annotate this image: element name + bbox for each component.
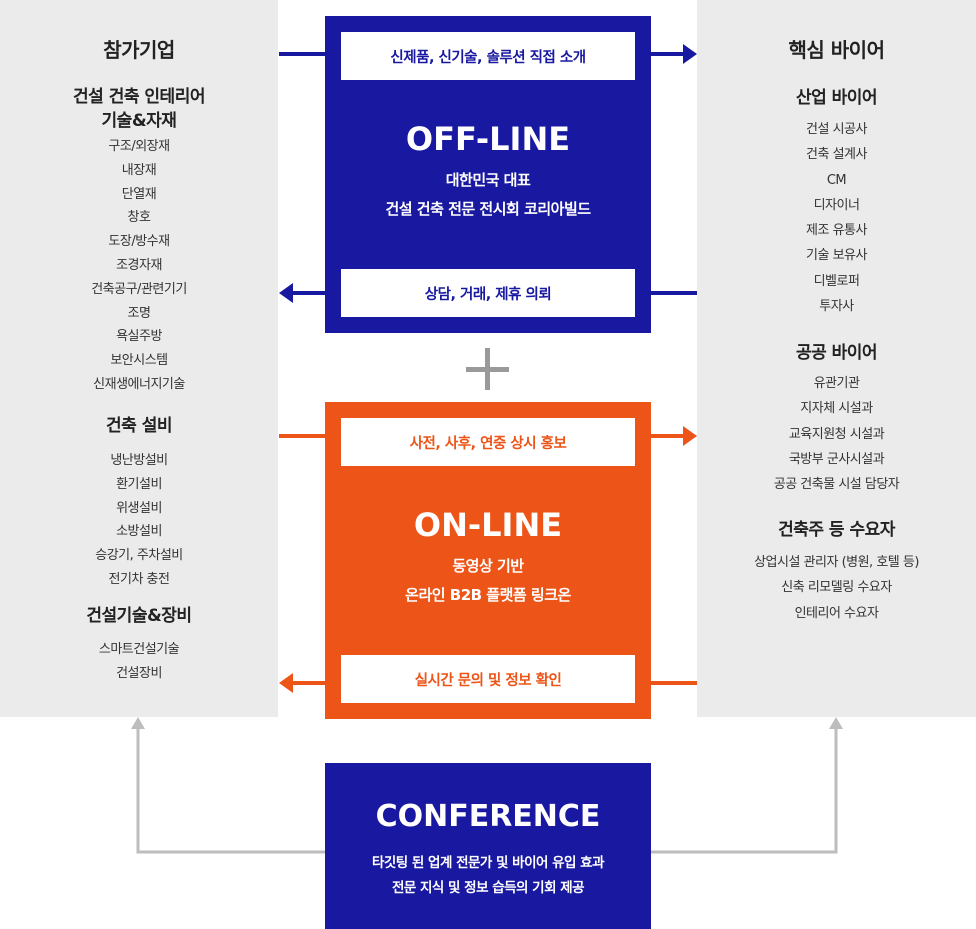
conference-block: CONFERENCE 타깃팅 된 업계 전문가 및 바이어 유입 효과 전문 지… (325, 763, 651, 929)
tech-list: 스마트건설기술 건설장비 (0, 638, 278, 686)
list-item: 창호 (127, 210, 151, 226)
offline-line1: 대한민국 대표 (445, 171, 531, 189)
list-item: 상업시설 관리자 (병원, 호텔 등) (754, 555, 919, 570)
list-item: 유관기관 (813, 376, 860, 391)
buyers-title: 핵심 바이어 (788, 38, 885, 62)
list-item: 스마트건설기술 (98, 642, 180, 657)
list-item: 냉난방설비 (110, 453, 168, 468)
list-item: 환기설비 (116, 476, 162, 492)
list-item: 제조 유통사 (806, 223, 867, 239)
list-item: 국방부 군사시설과 (788, 451, 885, 467)
list-item: 신축 리모델링 수요자 (781, 580, 892, 596)
exhibitors-title: 참가기업 (103, 38, 175, 62)
list-item: 승강기, 주차설비 (95, 548, 183, 564)
conference-line1: 타깃팅 된 업계 전문가 및 바이어 유입 효과 (371, 855, 605, 871)
list-item: 단열재 (121, 186, 157, 202)
online-title: ON-LINE (413, 506, 563, 544)
industry-buyers-heading: 산업 바이어 (795, 88, 878, 108)
offline-block: 신제품, 신기술, 솔루션 직접 소개 OFF-LINE 대한민국 대표 건설 … (325, 16, 651, 333)
materials-heading-line1: 건설 건축 인테리어 (73, 87, 205, 107)
list-item: 지자체 시설과 (800, 401, 873, 417)
list-item: 내장재 (121, 162, 157, 178)
list-item: 소방설비 (116, 524, 162, 540)
conference-title: CONFERENCE (375, 799, 601, 834)
conference-right-connector (651, 717, 843, 854)
public-buyers-list: 유관기관 지자체 시설과 교육지원청 시설과 국방부 군사시설과 공공 건축물 … (697, 371, 976, 497)
list-item: 디벨로퍼 (813, 273, 860, 289)
list-item: 기술 보유사 (806, 248, 867, 264)
list-item: 건축공구/관련기기 (91, 281, 187, 297)
materials-list: 구조/외장재 내장재 단열재 창호 도장/방수재 조경자재 건축공구/관련기기 … (0, 135, 278, 397)
online-block: 사전, 사후, 연중 상시 홍보 ON-LINE 동영상 기반 온라인 B2B … (325, 402, 651, 719)
conference-left-connector (131, 717, 325, 854)
plus-icon (466, 348, 509, 390)
offline-line2: 건설 건축 전문 전시회 코리아빌드 (385, 200, 591, 218)
materials-heading-line2: 기술&자재 (101, 111, 177, 131)
conference-line2: 전문 지식 및 정보 습득의 기회 제공 (391, 880, 585, 896)
list-item: 조명 (127, 305, 151, 321)
online-bottom-label: 실시간 문의 및 정보 확인 (341, 655, 635, 703)
list-item: 구조/외장재 (108, 139, 170, 154)
exhibitors-panel: 참가기업 건설 건축 인테리어 기술&자재 구조/외장재 내장재 단열재 창호 … (0, 0, 278, 717)
online-line2: 온라인 B2B 플랫폼 링크온 (405, 586, 571, 604)
list-item: 위생설비 (116, 500, 162, 516)
list-item: CM (826, 172, 847, 188)
list-item: 전기차 충전 (108, 571, 170, 587)
owners-heading: 건축주 등 수요자 (778, 520, 895, 540)
list-item: 보안시스템 (110, 353, 168, 369)
offline-top-label: 신제품, 신기술, 솔루션 직접 소개 (341, 32, 635, 80)
list-item: 건설장비 (116, 665, 162, 681)
list-item: 인테리어 수요자 (794, 605, 879, 621)
list-item: 공공 건축물 시설 담당자 (773, 477, 900, 493)
list-item: 조경자재 (116, 257, 162, 273)
equipment-list: 냉난방설비 환기설비 위생설비 소방설비 승강기, 주차설비 전기차 충전 (0, 449, 278, 592)
online-back-arrow (279, 673, 697, 693)
public-buyers-heading: 공공 바이어 (795, 343, 878, 363)
list-item: 디자이너 (813, 197, 860, 213)
online-top-label: 사전, 사후, 연중 상시 홍보 (341, 418, 635, 466)
offline-bottom-label: 상담, 거래, 제휴 의뢰 (341, 269, 635, 317)
equipment-heading: 건축 설비 (106, 416, 172, 436)
online-forward-arrow (279, 426, 697, 446)
list-item: 건설 시공사 (806, 122, 867, 137)
offline-title: OFF-LINE (405, 120, 571, 158)
buyers-panel: 핵심 바이어 산업 바이어 건설 시공사 건축 설계사 CM 디자이너 제조 유… (697, 0, 976, 717)
list-item: 교육지원청 시설과 (788, 426, 885, 442)
list-item: 욕실주방 (116, 329, 162, 345)
tech-heading: 건설기술&장비 (86, 606, 192, 626)
list-item: 도장/방수재 (108, 234, 170, 250)
list-item: 건축 설계사 (806, 147, 867, 163)
list-item: 신재생에너지기술 (93, 376, 185, 392)
owners-list: 상업시설 관리자 (병원, 호텔 등) 신축 리모델링 수요자 인테리어 수요자 (697, 550, 976, 626)
offline-forward-arrow (279, 44, 697, 64)
list-item: 투자사 (819, 299, 854, 315)
offline-back-arrow (279, 283, 697, 303)
industry-buyers-list: 건설 시공사 건축 설계사 CM 디자이너 제조 유통사 기술 보유사 디벨로퍼… (697, 117, 976, 319)
materials-heading: 건설 건축 인테리어 기술&자재 (0, 85, 278, 133)
online-line1: 동영상 기반 (452, 557, 524, 575)
